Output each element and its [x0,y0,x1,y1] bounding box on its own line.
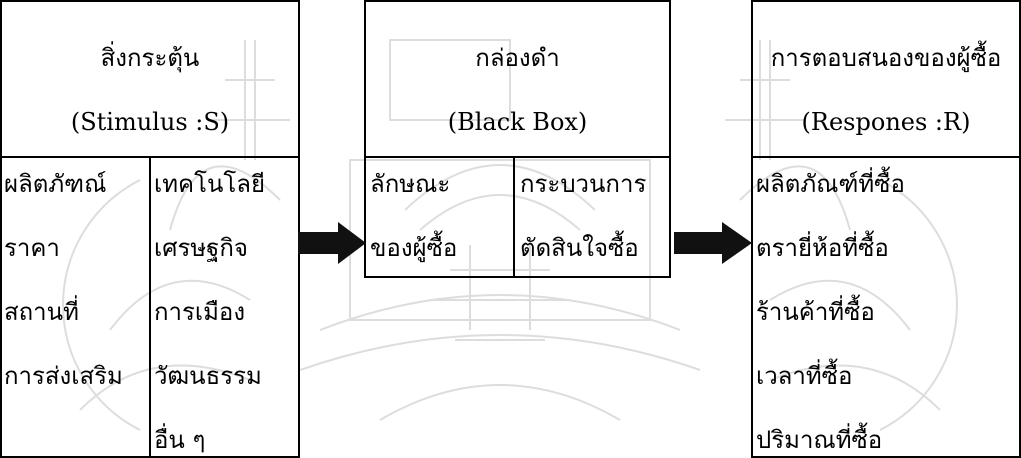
response-item: ผลิตภัณฑ์ที่ซื้อ [756,170,905,198]
response-title: การตอบสนองของผู้ซื้อ [770,44,1002,72]
black-box-subtitle: (Black Box) [447,108,588,136]
buyer-characteristics-line: ลักษณะ [370,170,451,198]
stimulus-column-divider [149,156,151,458]
response-item: ปริมาณที่ซื้อ [756,426,883,454]
stimulus-environment-item: เศรษฐกิจ [154,234,248,262]
right-arrow-icon [298,222,366,264]
stimulus-marketing-item: ราคา [4,234,60,262]
stimulus-subtitle: (Stimulus :S) [70,108,230,136]
stimulus-marketing-item: ผลิตภัฑณ์ [4,170,107,198]
stimulus-environment-item: การเมือง [154,298,246,326]
response-item: ตรายี่ห้อที่ซื้อ [756,234,889,262]
black-box [364,0,671,278]
stimulus-environment-item: อื่น ๆ [154,426,206,454]
stimulus-environment-item: วัฒนธรรม [154,362,262,390]
stimulus-title: สิ่งกระตุ้น [100,44,200,72]
stimulus-marketing-item: สถานที่ [4,298,79,326]
buyer-characteristics-line: ของผู้ซื้อ [370,234,458,262]
stimulus-marketing-item: การส่งเสริม [4,362,123,390]
right-arrow-icon [674,222,752,264]
stimulus-environment-item: เทคโนโลยี [154,170,266,198]
decision-process-line: กระบวนการ [520,170,647,198]
decision-process-line: ตัดสินใจซื้อ [520,234,639,262]
response-item: เวลาที่ซื้อ [756,362,853,390]
response-header-divider [751,156,1021,158]
black-box-header-divider [364,156,671,158]
black-box-column-divider [513,156,515,278]
response-box [751,0,1021,458]
black-box-title: กล่องดำ [475,44,560,72]
response-item: ร้านค้าที่ซื้อ [756,298,875,326]
response-subtitle: (Respones :R) [801,108,971,136]
